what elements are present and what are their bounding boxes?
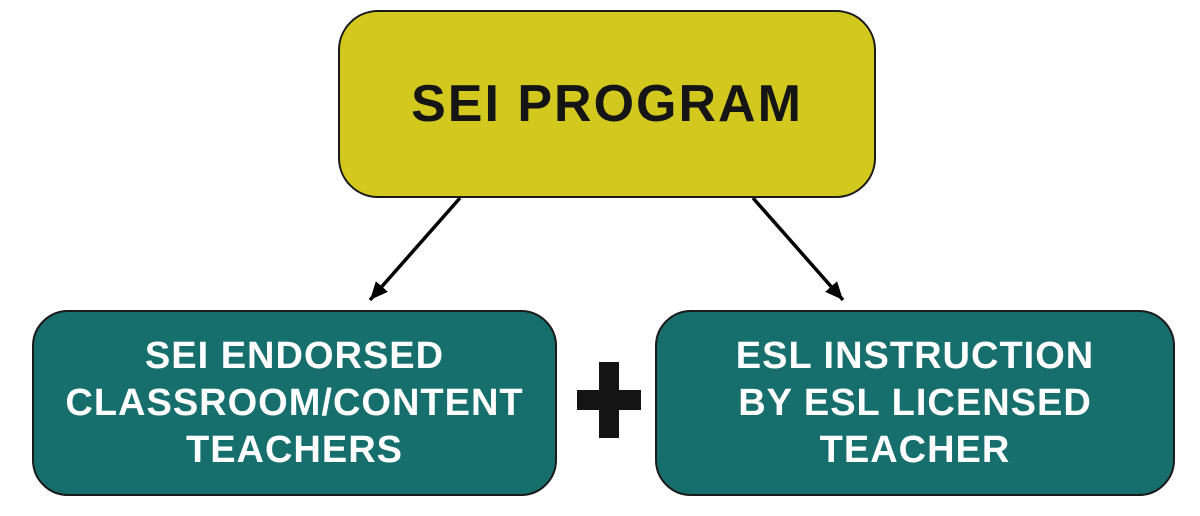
- plus-icon: [577, 362, 641, 438]
- node-left-line-2: CLASSROOM/CONTENT: [65, 381, 524, 424]
- node-esl-instruction: ESL INSTRUCTION BY ESL LICENSED TEACHER: [655, 310, 1175, 496]
- node-sei-program: SEI PROGRAM: [338, 10, 876, 198]
- node-right-line-1: ESL INSTRUCTION: [735, 334, 1095, 377]
- node-sei-endorsed-teachers: SEI ENDORSED CLASSROOM/CONTENT TEACHERS: [32, 310, 557, 496]
- plus-icon-vertical-bar: [599, 362, 619, 438]
- node-right-line-2: BY ESL LICENSED: [738, 381, 1092, 424]
- node-left-line-3: TEACHERS: [185, 428, 404, 471]
- arrow-to-right-node: [751, 196, 845, 302]
- node-right-line-3: TEACHER: [819, 428, 1011, 471]
- node-left-line-1: SEI ENDORSED: [144, 334, 445, 377]
- node-sei-program-label: SEI PROGRAM: [411, 75, 803, 133]
- arrow-to-left-node: [368, 196, 462, 302]
